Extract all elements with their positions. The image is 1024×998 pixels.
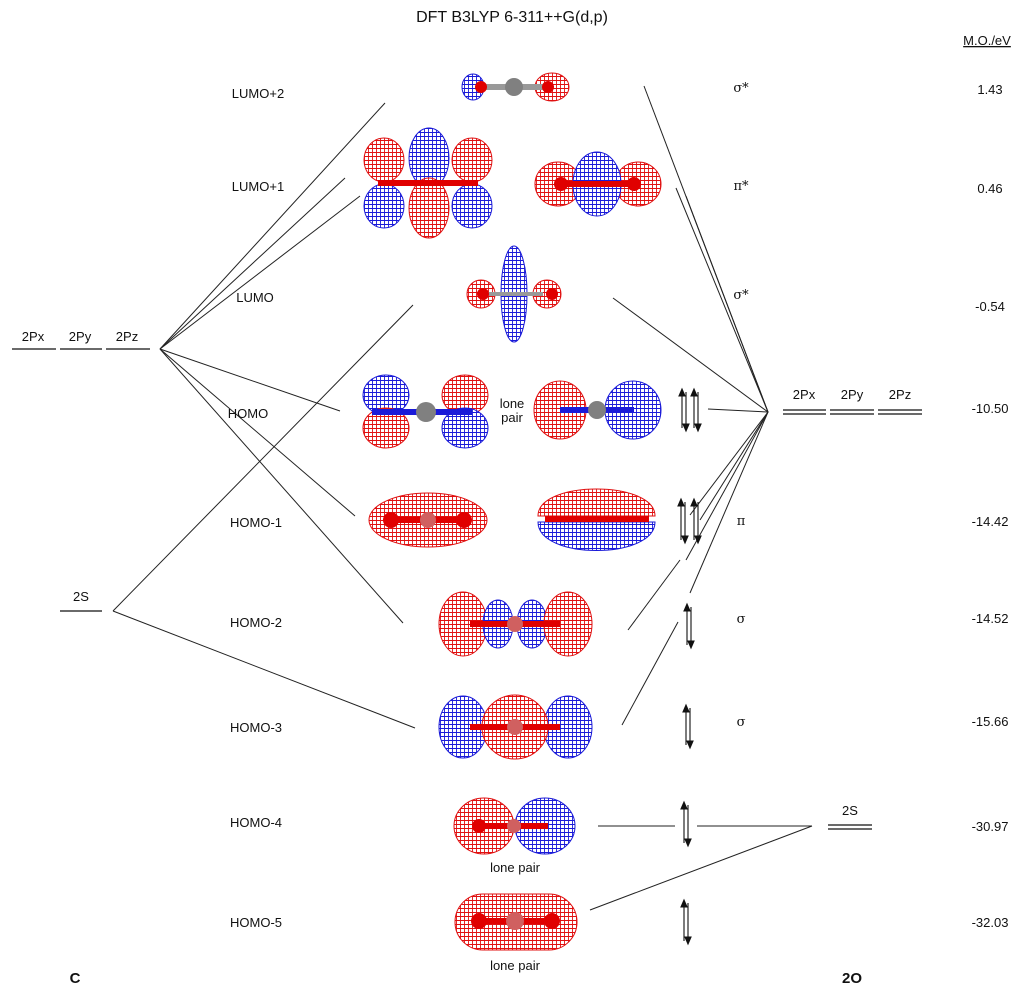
electron-pair-homo5 xyxy=(680,898,692,946)
carbon-correlation-lines xyxy=(112,102,416,729)
orbital-homo3 xyxy=(438,694,593,760)
level-symmetry-homo2: σ xyxy=(737,612,746,627)
electron-pair-homo-b xyxy=(690,387,702,433)
orbital-homo5 xyxy=(454,893,578,951)
electron-pair-homo1-a xyxy=(677,497,689,545)
oxygen-2s-level: 2S xyxy=(828,803,872,830)
electron-pair-homo-a xyxy=(678,387,690,433)
orbital-lumo1-a xyxy=(363,127,493,239)
level-labels: LUMO+2 LUMO+1 LUMO HOMO HOMO-1 HOMO-2 HO… xyxy=(228,81,1009,973)
orbital-homo1-a xyxy=(368,492,488,548)
orbital-homo-a xyxy=(362,374,489,449)
level-symmetry-homo3: σ xyxy=(737,715,746,730)
orbital-homo4 xyxy=(453,797,576,855)
carbon-2px-label: 2Px xyxy=(22,329,45,344)
homo5-lone-pair-note: lone pair xyxy=(490,958,541,973)
oxygen-2py-label: 2Py xyxy=(841,387,864,402)
level-symmetry-homo1: π xyxy=(737,514,746,529)
orbital-lumo2 xyxy=(461,72,570,102)
orbital-lumo1-b xyxy=(534,151,662,217)
level-symmetry-lumo2: σ* xyxy=(733,81,749,96)
carbon-2pz-label: 2Pz xyxy=(116,329,138,344)
homo-lone-pair-note-line1: lone xyxy=(500,396,525,411)
orbital-homo1-b xyxy=(537,488,656,551)
level-energy-homo5: -32.03 xyxy=(972,915,1009,930)
homo-lone-pair-note-line2: pair xyxy=(501,410,523,425)
orbital-homo-b xyxy=(533,380,662,440)
level-name-homo5: HOMO-5 xyxy=(230,915,282,930)
electron-pair-homo3 xyxy=(682,703,694,750)
level-energy-homo1: -14.42 xyxy=(972,514,1009,529)
level-name-homo: HOMO xyxy=(228,406,268,421)
level-energy-lumo: -0.54 xyxy=(975,299,1005,314)
electron-pair-homo2 xyxy=(683,602,695,650)
level-energy-homo2: -14.52 xyxy=(972,611,1009,626)
level-name-homo2: HOMO-2 xyxy=(230,615,282,630)
level-symmetry-lumo1: π* xyxy=(733,179,749,194)
level-energy-lumo2: 1.43 xyxy=(977,82,1002,97)
level-name-lumo2: LUMO+2 xyxy=(232,86,284,101)
carbon-2py-label: 2Py xyxy=(69,329,92,344)
carbon-2s-label: 2S xyxy=(73,589,89,604)
electron-pair-homo4 xyxy=(680,800,692,848)
level-name-homo1: HOMO-1 xyxy=(230,515,282,530)
diagram-title: DFT B3LYP 6-311++G(d,p) xyxy=(416,9,608,26)
oxygen-2s-label: 2S xyxy=(842,803,858,818)
oxygen-2p-levels: 2Px 2Py 2Pz xyxy=(783,387,922,415)
right-atom-label: 2O xyxy=(842,970,862,987)
carbon-2p-levels: 2Px 2Py 2Pz xyxy=(12,329,150,350)
level-energy-homo3: -15.66 xyxy=(972,714,1009,729)
oxygen-2px-label: 2Px xyxy=(793,387,816,402)
electron-pair-homo1-b xyxy=(690,497,702,545)
level-name-homo3: HOMO-3 xyxy=(230,720,282,735)
level-energy-lumo1: 0.46 xyxy=(977,181,1002,196)
left-atom-label: C xyxy=(70,970,81,987)
level-energy-homo4: -30.97 xyxy=(972,819,1009,834)
level-name-lumo1: LUMO+1 xyxy=(232,179,284,194)
oxygen-correlation-lines xyxy=(589,85,813,911)
level-name-homo4: HOMO-4 xyxy=(230,815,282,830)
level-symmetry-lumo: σ* xyxy=(733,288,749,303)
orbital-homo2 xyxy=(438,591,593,657)
orbital-lumo xyxy=(466,245,562,343)
homo4-lone-pair-note: lone pair xyxy=(490,860,541,875)
level-energy-homo: -10.50 xyxy=(972,401,1009,416)
electron-pairs xyxy=(677,387,702,946)
oxygen-2pz-label: 2Pz xyxy=(889,387,911,402)
carbon-2s-level: 2S xyxy=(60,589,102,612)
level-name-lumo: LUMO xyxy=(236,290,274,305)
energy-header: M.O./eV xyxy=(963,33,1011,48)
